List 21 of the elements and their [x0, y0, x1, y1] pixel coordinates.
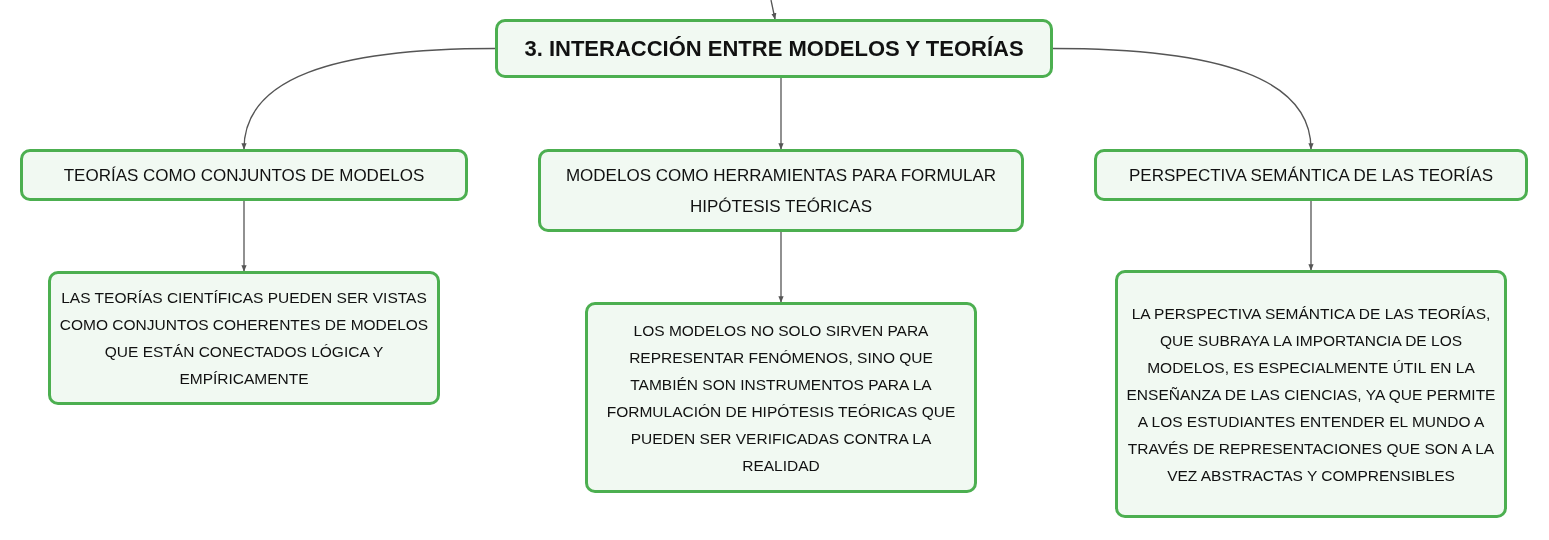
connector-arrow: [778, 77, 784, 150]
description-box: [48, 271, 440, 405]
description-text: LA PERSPECTIVA SEMÁNTICA DE LAS TEORÍAS, QUE SUBRAYA LA IMPORTANCIA DE LOS MODELOS, ES ESPECIALMENTE ÚTIL EN LA ENSEÑANZA DE LAS CIENCIAS, YA QUE PERMITE A LOS ESTUDIANTES ENTENDER EL MUNDO A TRAVÉS DE REPRESENTACIONES QUE SON A LA VEZ ABSTRACTAS Y COMPRENSIBLES: [1126, 303, 1496, 486]
connector-arrow: [1308, 200, 1314, 271]
subtopic-text: PERSPECTIVA SEMÁNTICA DE LAS TEORÍAS: [1129, 164, 1493, 187]
topic-title: 3. INTERACCIÓN ENTRE MODELOS Y TEORÍAS: [524, 35, 1024, 62]
description-box: [585, 302, 977, 493]
subtopic-text: TEORÍAS COMO CONJUNTOS DE MODELOS: [63, 164, 425, 187]
subtopic-box: [538, 149, 1024, 232]
connector-arrow: [241, 200, 247, 272]
subtopic-text: MODELOS COMO HERRAMIENTAS PARA FORMULAR HIPÓTESIS TEÓRICAS: [564, 164, 998, 218]
connector-arrow: [770, 0, 777, 20]
connector-arrow: [242, 47, 496, 150]
connector-arrow: [778, 231, 784, 303]
subtopic-box: [20, 149, 468, 201]
subtopic-box: [1094, 149, 1528, 201]
connector-arrow: [1052, 47, 1313, 150]
description-text: LAS TEORÍAS CIENTÍFICAS PUEDEN SER VISTAS COMO CONJUNTOS COHERENTES DE MODELOS QUE ESTÁN CONECTADOS LÓGICA Y EMPÍRICAMENTE: [59, 288, 429, 389]
description-box: [1115, 270, 1507, 518]
central-topic-box: [495, 19, 1053, 78]
description-text: LOS MODELOS NO SOLO SIRVEN PARA REPRESENTAR FENÓMENOS, SINO QUE TAMBIÉN SON INSTRUMENTOS PARA LA FORMULACIÓN DE HIPÓTESIS TEÓRICAS QUE PUEDEN SER VERIFICADAS CONTRA LA REALIDAD: [605, 320, 957, 476]
